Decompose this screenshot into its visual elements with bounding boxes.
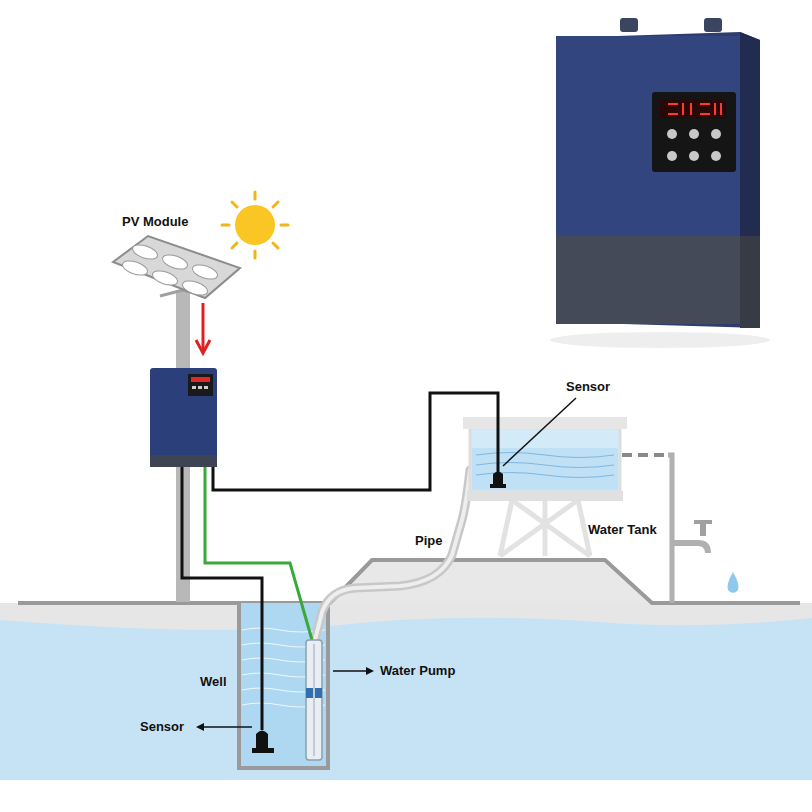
soil-layer: [0, 603, 812, 630]
leader-line: [503, 398, 576, 466]
leader-line: [333, 670, 370, 672]
callout-label: PV Module: [122, 214, 188, 230]
well-sensor: [252, 731, 274, 754]
faucet-handle: [694, 520, 712, 524]
pv-panel: [113, 236, 240, 298]
hill: [330, 560, 652, 603]
callout-label: Well: [200, 674, 227, 690]
tank-sensor: [490, 472, 506, 489]
tank-water: [472, 448, 618, 490]
callout-label: Water Pump: [380, 663, 455, 679]
tank-sensor-wire: [213, 393, 498, 490]
tank-base: [467, 491, 623, 501]
controller: [150, 368, 217, 467]
leader-arrow: [366, 667, 374, 675]
pump-cable: [205, 466, 312, 640]
callout-label: Sensor: [566, 379, 610, 395]
callout-label: Water Tank: [588, 522, 657, 538]
callout-label: Pipe: [415, 533, 442, 549]
pump-shaft: [313, 644, 315, 756]
outlet-pipe: [622, 453, 668, 457]
leader-line: [204, 726, 252, 728]
controller-readout: [191, 377, 210, 382]
faucet-stem: [700, 522, 706, 536]
power-arrow: [196, 340, 210, 353]
water-tank: [470, 428, 620, 492]
water-drop: [728, 572, 739, 593]
power-wire: [202, 303, 205, 352]
pipe-highlight: [315, 470, 470, 640]
outlet-pipe: [668, 455, 672, 603]
controller-display: [188, 374, 213, 396]
pipe: [315, 470, 470, 640]
tank-tower: [500, 500, 590, 556]
pv-cells: [121, 242, 219, 298]
groundwater: [0, 612, 812, 780]
faucet: [672, 543, 708, 553]
water-pump: [306, 640, 322, 760]
controller-base: [150, 455, 217, 467]
sun: [222, 192, 288, 258]
inverter-product: [550, 18, 770, 348]
well-sensor-wire: [182, 466, 262, 730]
callout-label: Sensor: [140, 719, 184, 735]
leader-arrow: [196, 723, 204, 731]
controller-buttons: [192, 386, 208, 389]
